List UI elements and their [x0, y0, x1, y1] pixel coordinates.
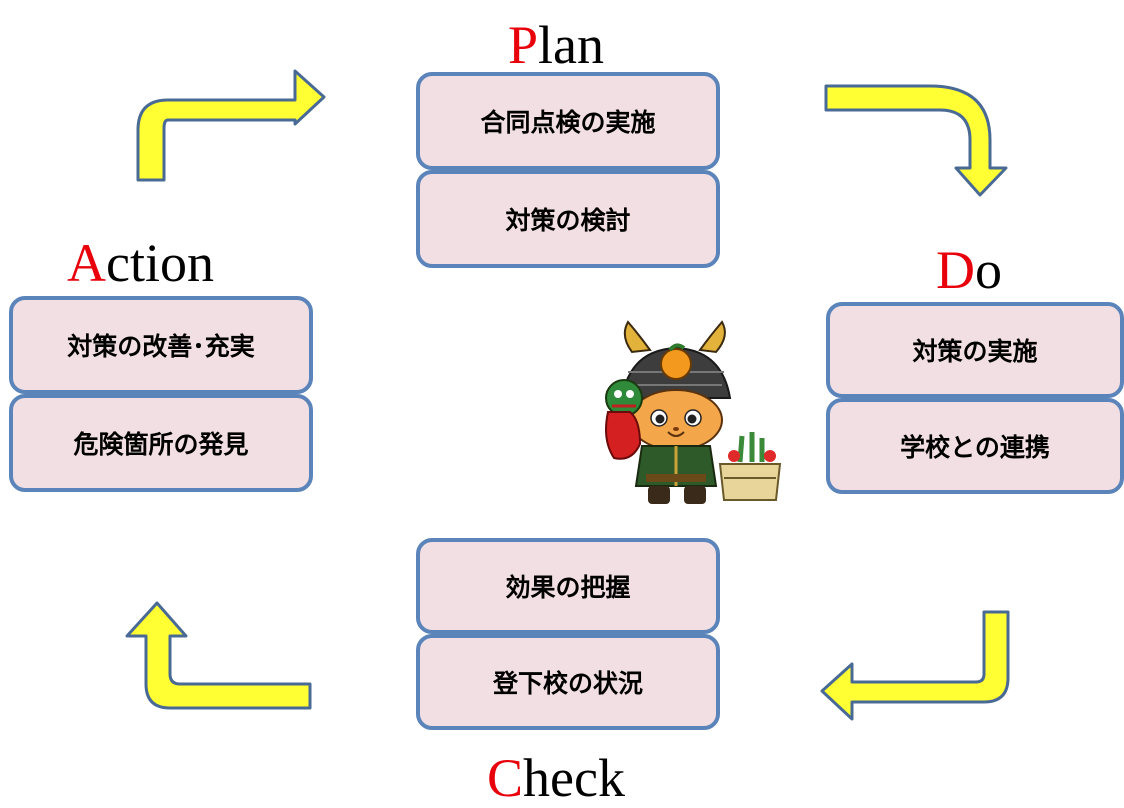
do-initial: D — [936, 240, 975, 300]
check-item-effect-grasp: 効果の把握 — [416, 538, 720, 634]
check-title-rest: heck — [523, 748, 625, 808]
plan-item-measure-review: 対策の検討 — [416, 170, 720, 268]
action-item-danger-discovery: 危険箇所の発見 — [9, 394, 313, 492]
plan-title: Plan — [508, 18, 604, 72]
check-initial: C — [487, 748, 524, 808]
samurai-cat-mascot-icon — [605, 320, 782, 504]
plan-initial: P — [508, 15, 539, 75]
do-title: Do — [936, 243, 1002, 297]
do-item-implementation: 対策の実施 — [826, 302, 1124, 398]
check-title: Check — [487, 751, 625, 805]
arrow-check-to-action-icon — [125, 601, 312, 710]
action-title: Action — [67, 236, 214, 290]
plan-item-joint-inspection: 合同点検の実施 — [416, 72, 720, 170]
do-title-rest: o — [975, 240, 1002, 300]
action-title-rest: ction — [106, 233, 214, 293]
action-initial: A — [67, 233, 106, 293]
plan-title-rest: lan — [538, 15, 605, 75]
arrow-action-to-plan-icon — [136, 69, 326, 182]
action-item-improvement: 対策の改善･充実 — [9, 296, 313, 394]
arrow-plan-to-do-icon — [824, 84, 1008, 197]
arrow-do-to-check-icon — [820, 610, 1010, 721]
do-item-school-cooperation: 学校との連携 — [826, 398, 1124, 494]
check-item-commute-status: 登下校の状況 — [416, 634, 720, 730]
